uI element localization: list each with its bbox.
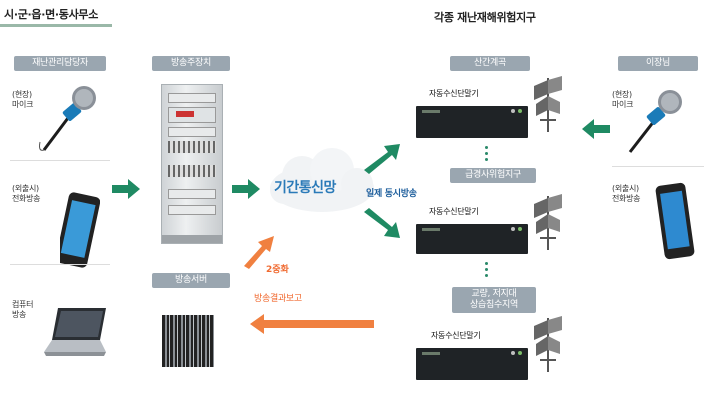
simultaneous-broadcast-label: 일제 동시방송 — [366, 189, 417, 199]
orange-arrow-up-icon — [244, 236, 274, 269]
steep-slope-pill: 급경사위험지구 — [450, 168, 536, 183]
left-phone-label: (외출시) 전화방송 — [12, 184, 41, 203]
broadcast-controller-rack — [161, 84, 223, 244]
left-mic-label: (현장) 마이크 — [12, 90, 34, 109]
bridge-area-pill: 교량, 저지대 상습침수지역 — [452, 287, 536, 313]
left-smartphone-icon — [60, 192, 100, 268]
left-divider-2 — [10, 264, 110, 265]
report-label: 방송결과보고 — [254, 294, 302, 304]
receiver-unit-2 — [416, 224, 528, 254]
right-section-title: 각종 재난재해위험지구 — [434, 11, 536, 24]
speaker-pole-icon-1 — [534, 76, 562, 132]
left-title-underline — [0, 24, 112, 27]
right-microphone-icon — [628, 90, 682, 153]
speaker-pole-icon-3 — [534, 316, 562, 372]
right-phone-label: (외출시) 전화방송 — [612, 184, 641, 203]
dual-label: 2중화 — [266, 265, 289, 275]
connector-dots-2 — [485, 262, 488, 280]
network-label: 기간통신망 — [274, 180, 336, 196]
mountain-valley-pill: 산간계곡 — [450, 56, 530, 71]
right-smartphone-icon — [655, 182, 695, 260]
right-mic-label: (현장) 마이크 — [612, 90, 634, 109]
arrow-down-right-icon — [364, 208, 400, 238]
left-microphone-icon — [39, 86, 96, 151]
receiver-unit-1 — [416, 106, 528, 138]
left-computer-label: 컴퓨터 방송 — [12, 300, 34, 319]
broadcast-controller-pill: 방송주장치 — [152, 56, 230, 71]
village-head-pill: 이장님 — [618, 56, 698, 71]
arrow-to-receiver-icon — [582, 119, 610, 139]
left-section-title: 시·군·읍·면·동사무소 — [4, 8, 99, 21]
arrow-to-controller-icon — [112, 179, 140, 199]
left-divider-1 — [10, 160, 110, 161]
arrow-up-right-icon — [364, 144, 400, 174]
speaker-pole-icon-2 — [534, 194, 562, 250]
network-cloud-icon — [270, 148, 374, 212]
arrow-to-network-icon — [232, 179, 260, 199]
broadcast-server-pill: 방송서버 — [152, 273, 230, 288]
broadcast-server-unit — [162, 315, 214, 367]
right-divider — [612, 166, 704, 167]
disaster-manager-pill: 재난관리담당자 — [14, 56, 106, 71]
report-arrow-icon — [250, 314, 374, 334]
laptop-icon — [44, 308, 106, 356]
receiver-unit-3 — [416, 348, 528, 380]
receiver-label-1: 자동수신단말기 — [429, 89, 479, 98]
connector-dots-1 — [485, 146, 488, 164]
receiver-label-3: 자동수신단말기 — [431, 331, 481, 340]
receiver-label-2: 자동수신단말기 — [429, 207, 479, 216]
